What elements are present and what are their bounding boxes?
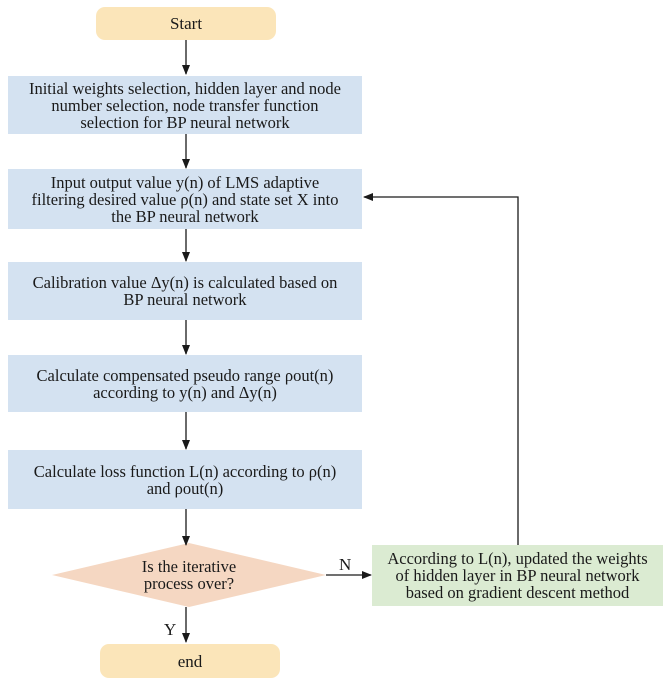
step-compensate-line-1: Calculate compensated pseudo range ρout(… — [36, 365, 334, 385]
start-terminal: Start — [96, 7, 276, 40]
step-init-line-3: selection for BP neural network — [80, 112, 290, 132]
step-init-line-2: number selection, node transfer function — [51, 95, 319, 115]
step-input-line-3: the BP neural network — [111, 206, 259, 226]
start-label: Start — [169, 14, 203, 33]
step-loss: Calculate loss function L(n) according t… — [8, 450, 362, 509]
no-branch-label: N — [339, 555, 352, 574]
end-label: end — [177, 651, 203, 671]
step-update-line-2: of hidden layer in BP neural network — [395, 566, 640, 585]
step-input-line-2: filtering desired value ρ(n) and state s… — [31, 189, 339, 209]
step-input-line-1: Input output value y(n) of LMS adaptive — [50, 172, 320, 192]
step-input: Input output value y(n) of LMS adaptive … — [8, 169, 362, 229]
end-terminal: end — [100, 644, 280, 678]
decision-line-1: Is the iterative — [141, 557, 237, 576]
step-loss-line-2: and ρout(n) — [146, 478, 224, 498]
decision-line-2: process over? — [143, 574, 235, 593]
step-update: According to L(n), updated the weights o… — [372, 545, 663, 606]
decision-diamond — [52, 543, 326, 607]
step-calibration: Calibration value Δy(n) is calculated ba… — [8, 262, 362, 320]
step-init: Initial weights selection, hidden layer … — [8, 76, 362, 134]
step-init-line-1: Initial weights selection, hidden layer … — [28, 78, 342, 98]
step-update-line-3: based on gradient descent method — [405, 583, 630, 602]
decision-text: Is the iterative process over? — [110, 556, 268, 594]
yes-branch-label: Y — [164, 620, 177, 639]
step-loss-line-1: Calculate loss function L(n) according t… — [33, 461, 337, 481]
step-compensate-line-2: according to y(n) and Δy(n) — [93, 382, 277, 402]
step-calibration-line-1: Calibration value Δy(n) is calculated ba… — [32, 273, 338, 292]
arrow-update-to-input — [363, 193, 519, 545]
step-update-line-1: According to L(n), updated the weights — [387, 549, 648, 568]
step-calibration-line-2: BP neural network — [123, 290, 247, 309]
step-compensate: Calculate compensated pseudo range ρout(… — [8, 355, 362, 412]
